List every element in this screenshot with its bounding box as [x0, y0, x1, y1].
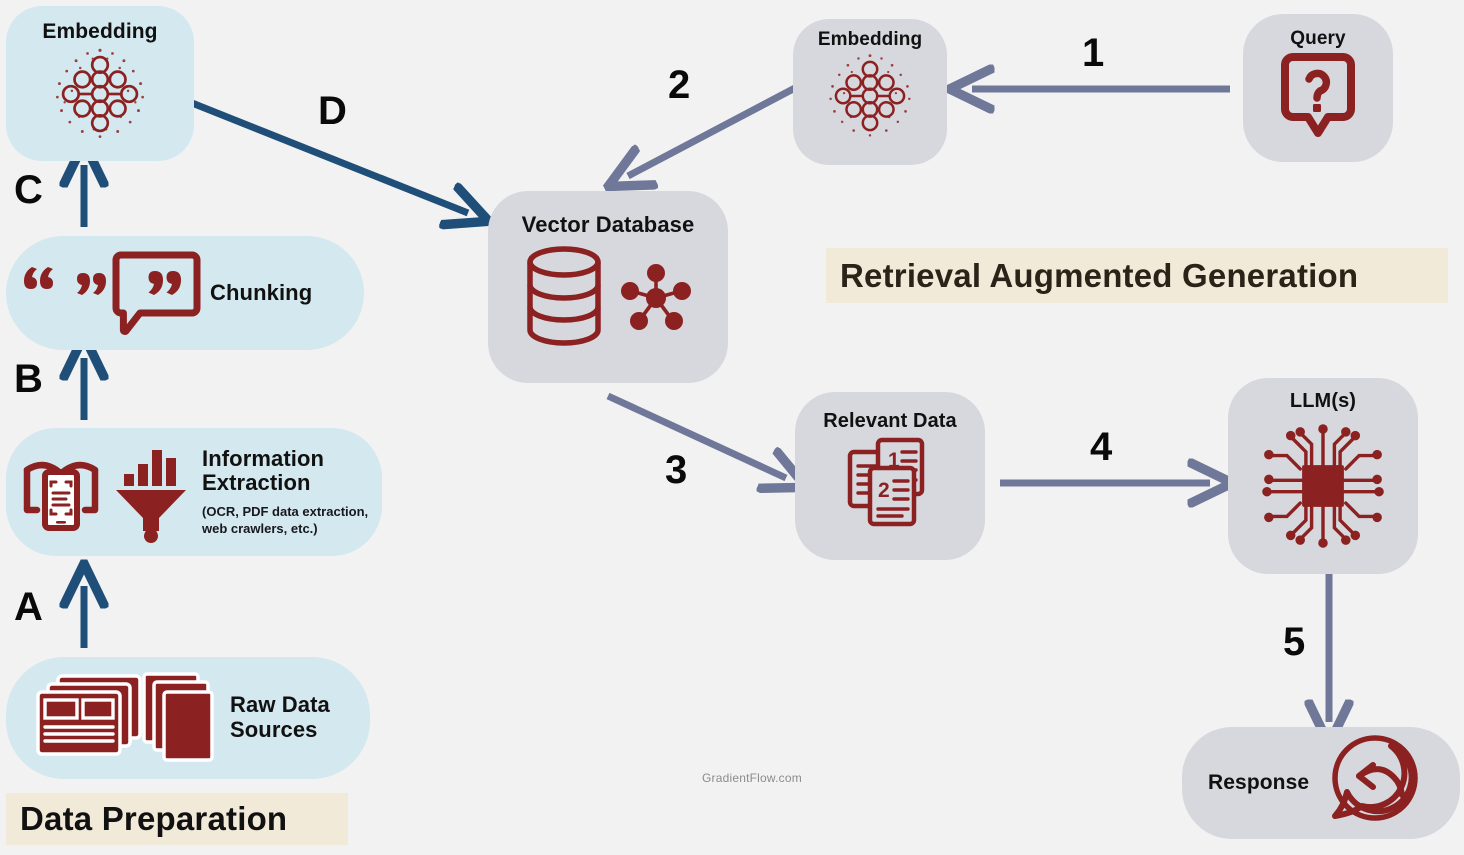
- node-embedding-prep-label: Embedding: [42, 20, 158, 43]
- node-llms[interactable]: LLM(s): [1228, 378, 1418, 574]
- step-label-3: 3: [665, 448, 688, 492]
- step-label-1: 1: [1082, 31, 1105, 75]
- step-label-c: C: [14, 168, 43, 212]
- node-information-extraction-sublabel: (OCR, PDF data extraction, web crawlers,…: [202, 504, 369, 536]
- quotation-marks-icon: [24, 251, 201, 335]
- watermark: GradientFlow.com: [702, 771, 802, 785]
- step-label-b: B: [14, 357, 43, 401]
- reply-bubble-icon: [1332, 735, 1418, 821]
- database-cylinder-icon: [527, 245, 601, 346]
- node-embedding-query[interactable]: Embedding: [793, 19, 947, 165]
- step-label-2: 2: [668, 63, 691, 107]
- arrow-3: [606, 392, 786, 478]
- node-raw-data-sources[interactable]: Raw Data Sources: [6, 657, 370, 779]
- node-response-label: Response: [1208, 771, 1310, 795]
- node-vector-database-label: Vector Database: [521, 212, 695, 237]
- node-vector-database[interactable]: Vector Database: [488, 191, 728, 383]
- node-relevant-data-label: Relevant Data: [823, 410, 957, 432]
- node-query-label: Query: [1290, 28, 1346, 49]
- step-label-a: A: [14, 585, 43, 629]
- vector-nodes-icon: [621, 263, 691, 330]
- node-query[interactable]: Query: [1243, 14, 1393, 162]
- node-embedding-query-label: Embedding: [817, 29, 923, 50]
- step-label-5: 5: [1283, 620, 1306, 664]
- arrow-2: [628, 84, 797, 176]
- node-chunking-label: Chunking: [210, 279, 313, 305]
- cpu-chip-icon: [1262, 424, 1384, 549]
- neural-network-icon: [829, 54, 911, 137]
- document-scan-icon: [23, 461, 99, 531]
- svg-text:2: 2: [878, 479, 890, 502]
- node-chunking[interactable]: Chunking: [6, 236, 364, 350]
- rag-title-text: Retrieval Augmented Generation: [840, 256, 1359, 294]
- neural-network-icon: [56, 48, 144, 138]
- funnel-extraction-icon: [116, 450, 186, 543]
- node-relevant-data[interactable]: Relevant Data 1 2: [795, 392, 985, 560]
- data-preparation-banner: Data Preparation: [6, 793, 348, 845]
- numbered-documents-icon: 1 2: [847, 438, 925, 527]
- data-preparation-text: Data Preparation: [20, 800, 288, 837]
- stacked-documents-icon: [36, 672, 214, 762]
- node-embedding-prep[interactable]: Embedding: [6, 6, 194, 161]
- node-raw-data-sources-label: Raw Data Sources: [230, 692, 330, 742]
- step-label-4: 4: [1090, 425, 1113, 469]
- node-information-extraction-label: Information Extraction: [202, 445, 325, 496]
- rag-title-banner: Retrieval Augmented Generation: [826, 248, 1448, 303]
- node-llms-label: LLM(s): [1289, 390, 1357, 412]
- node-response[interactable]: Response: [1182, 727, 1460, 839]
- step-label-d: D: [318, 89, 347, 133]
- question-bubble-icon: [1281, 53, 1355, 138]
- node-information-extraction[interactable]: Information Extraction (OCR, PDF data ex…: [6, 428, 382, 556]
